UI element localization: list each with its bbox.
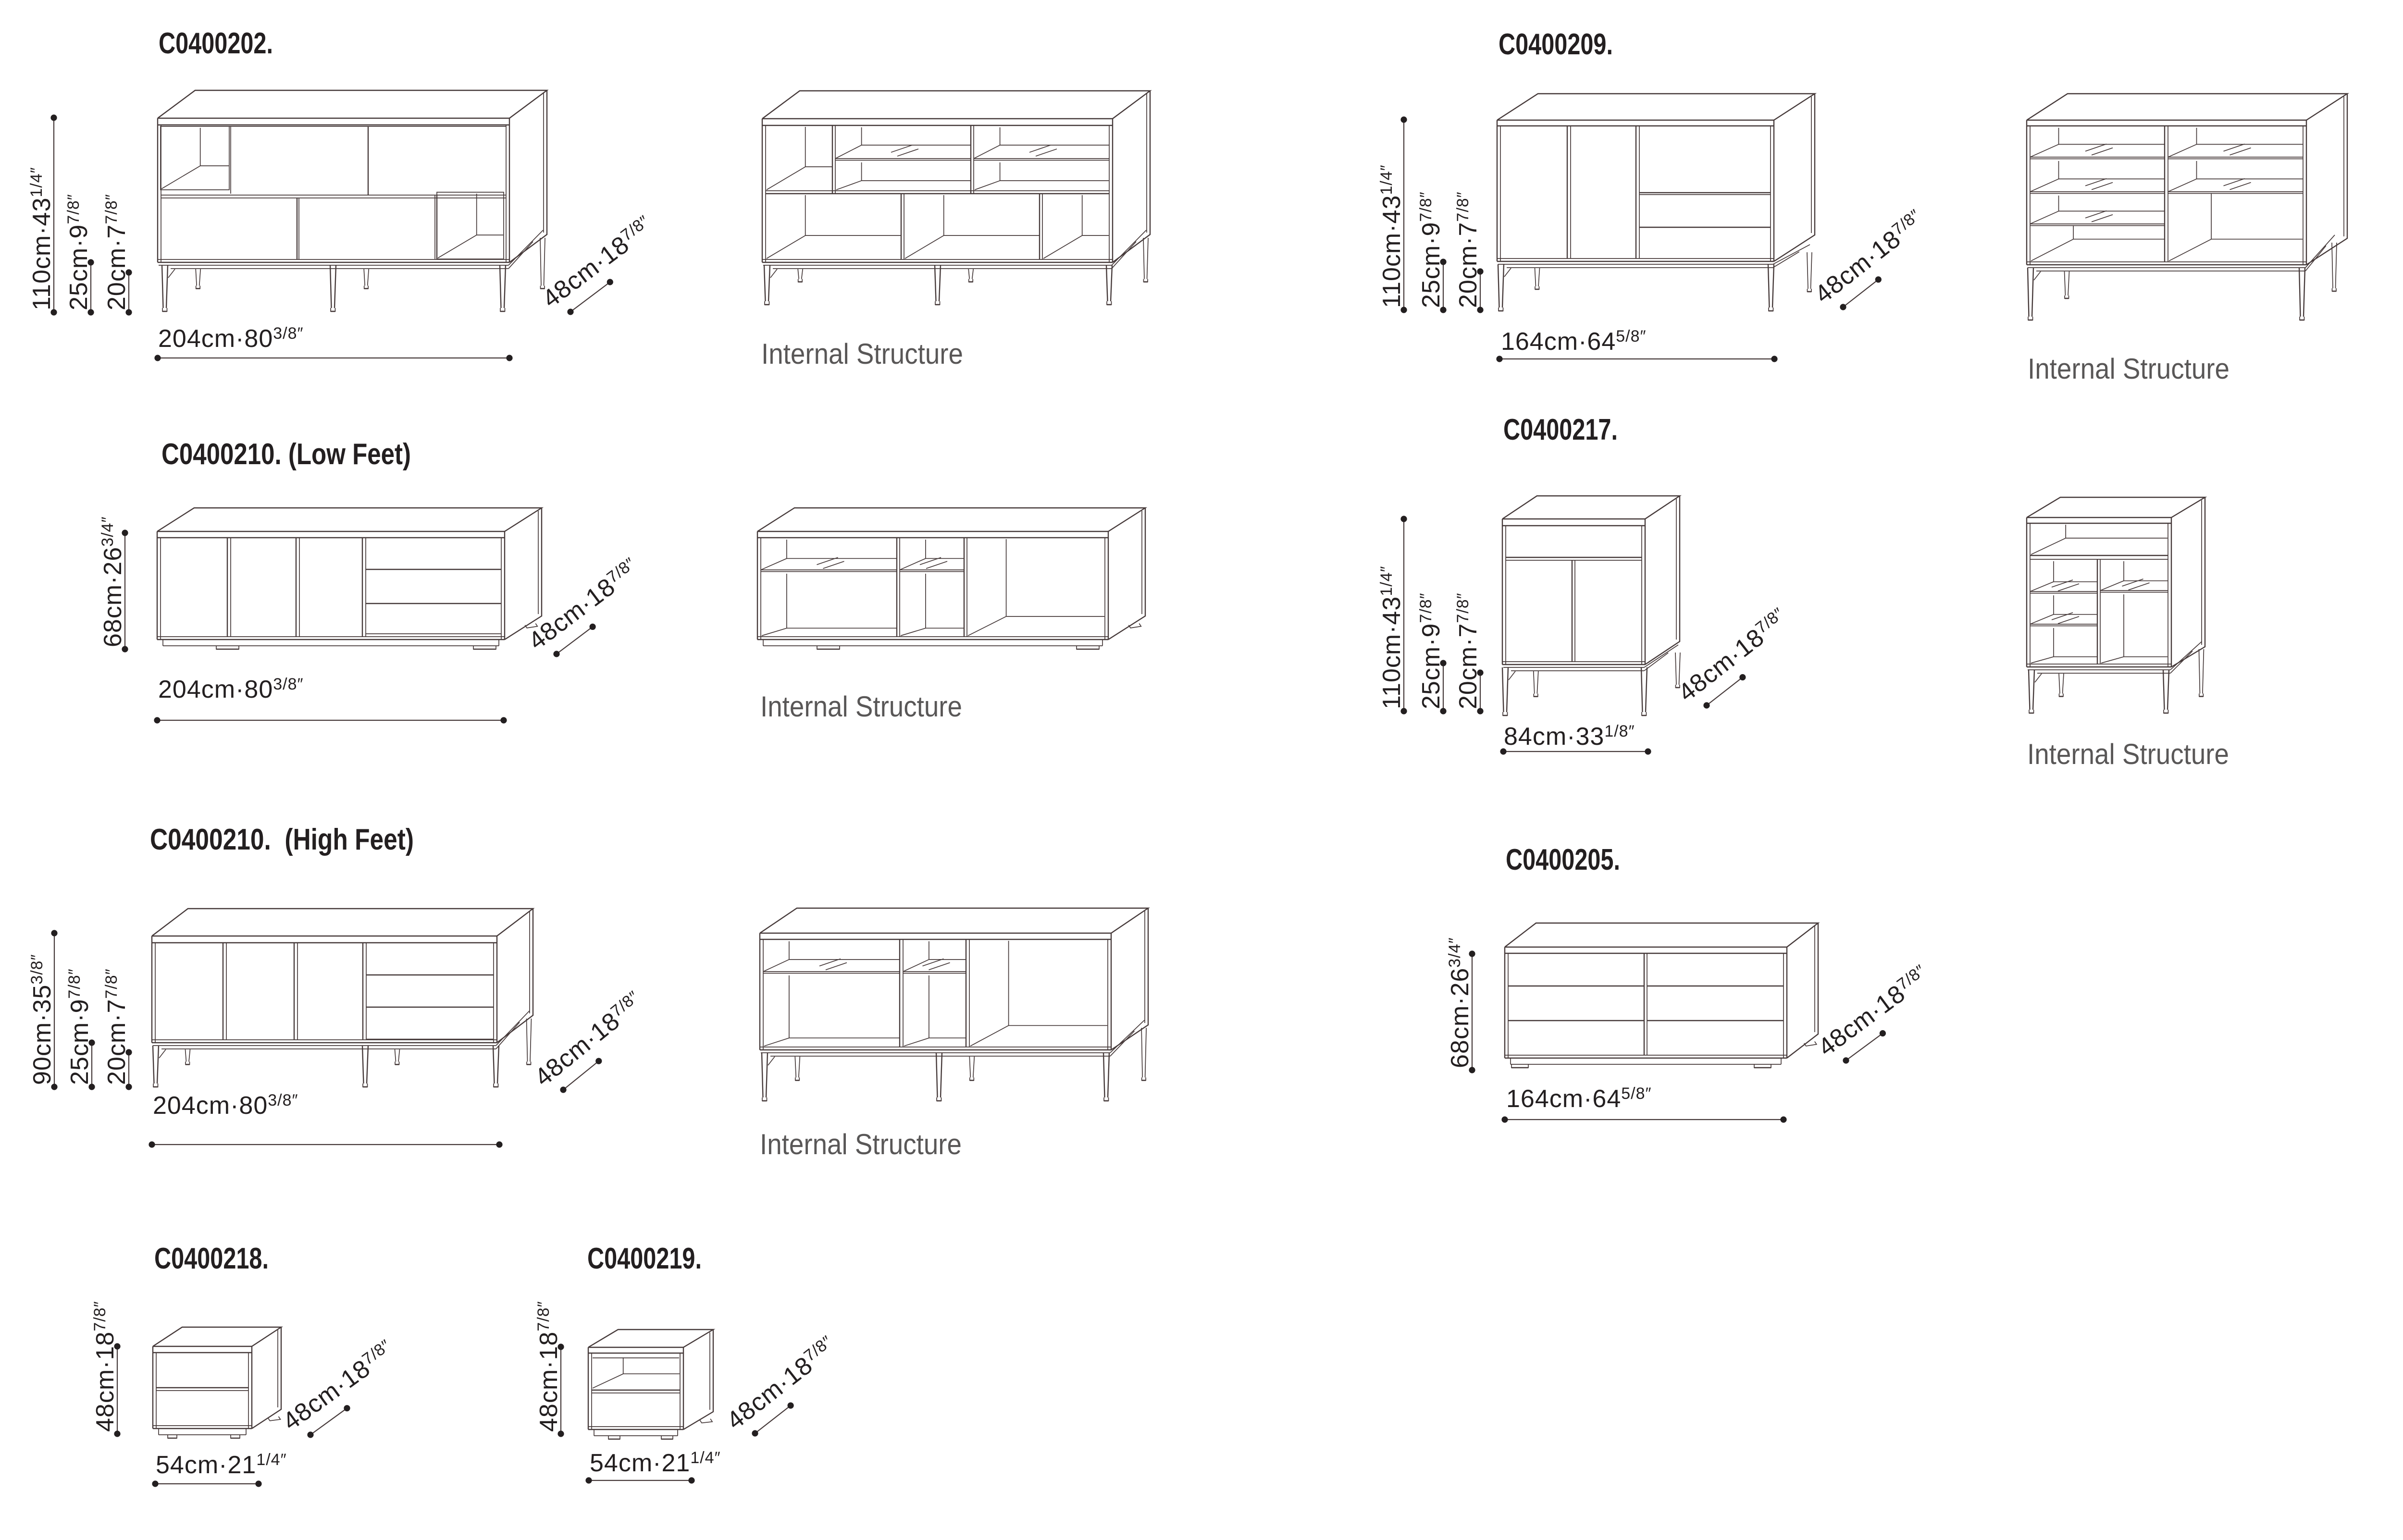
svg-text:C0400202.: C0400202. [159,27,273,60]
svg-text:68cm·263/4″: 68cm·263/4″ [1446,937,1474,1068]
svg-text:Internal Structure: Internal Structure [761,338,963,370]
svg-text:C0400219.: C0400219. [587,1242,702,1275]
svg-text:90cm·353/8″: 90cm·353/8″ [28,954,56,1085]
svg-text:Internal Structure: Internal Structure [2027,738,2229,770]
svg-text:C0400217.: C0400217. [1503,413,1618,446]
svg-text:Internal Structure: Internal Structure [2028,353,2230,385]
svg-text:164cm·645/8″: 164cm·645/8″ [1506,1084,1652,1113]
svg-text:C0400205.: C0400205. [1506,843,1620,876]
svg-text:204cm·803/8″: 204cm·803/8″ [158,675,304,703]
svg-text:Internal Structure: Internal Structure [760,1128,962,1160]
svg-text:Internal Structure: Internal Structure [760,690,962,723]
svg-text:25cm·97/8″: 25cm·97/8″ [65,968,94,1085]
svg-text:C0400218.: C0400218. [154,1242,269,1275]
svg-text:C0400210. (Low Feet): C0400210. (Low Feet) [161,438,411,471]
svg-text:C0400209.: C0400209. [1499,28,1613,61]
svg-text:C0400210. (High Feet): C0400210. (High Feet) [150,823,414,856]
svg-text:20cm·77/8″: 20cm·77/8″ [1454,191,1482,308]
